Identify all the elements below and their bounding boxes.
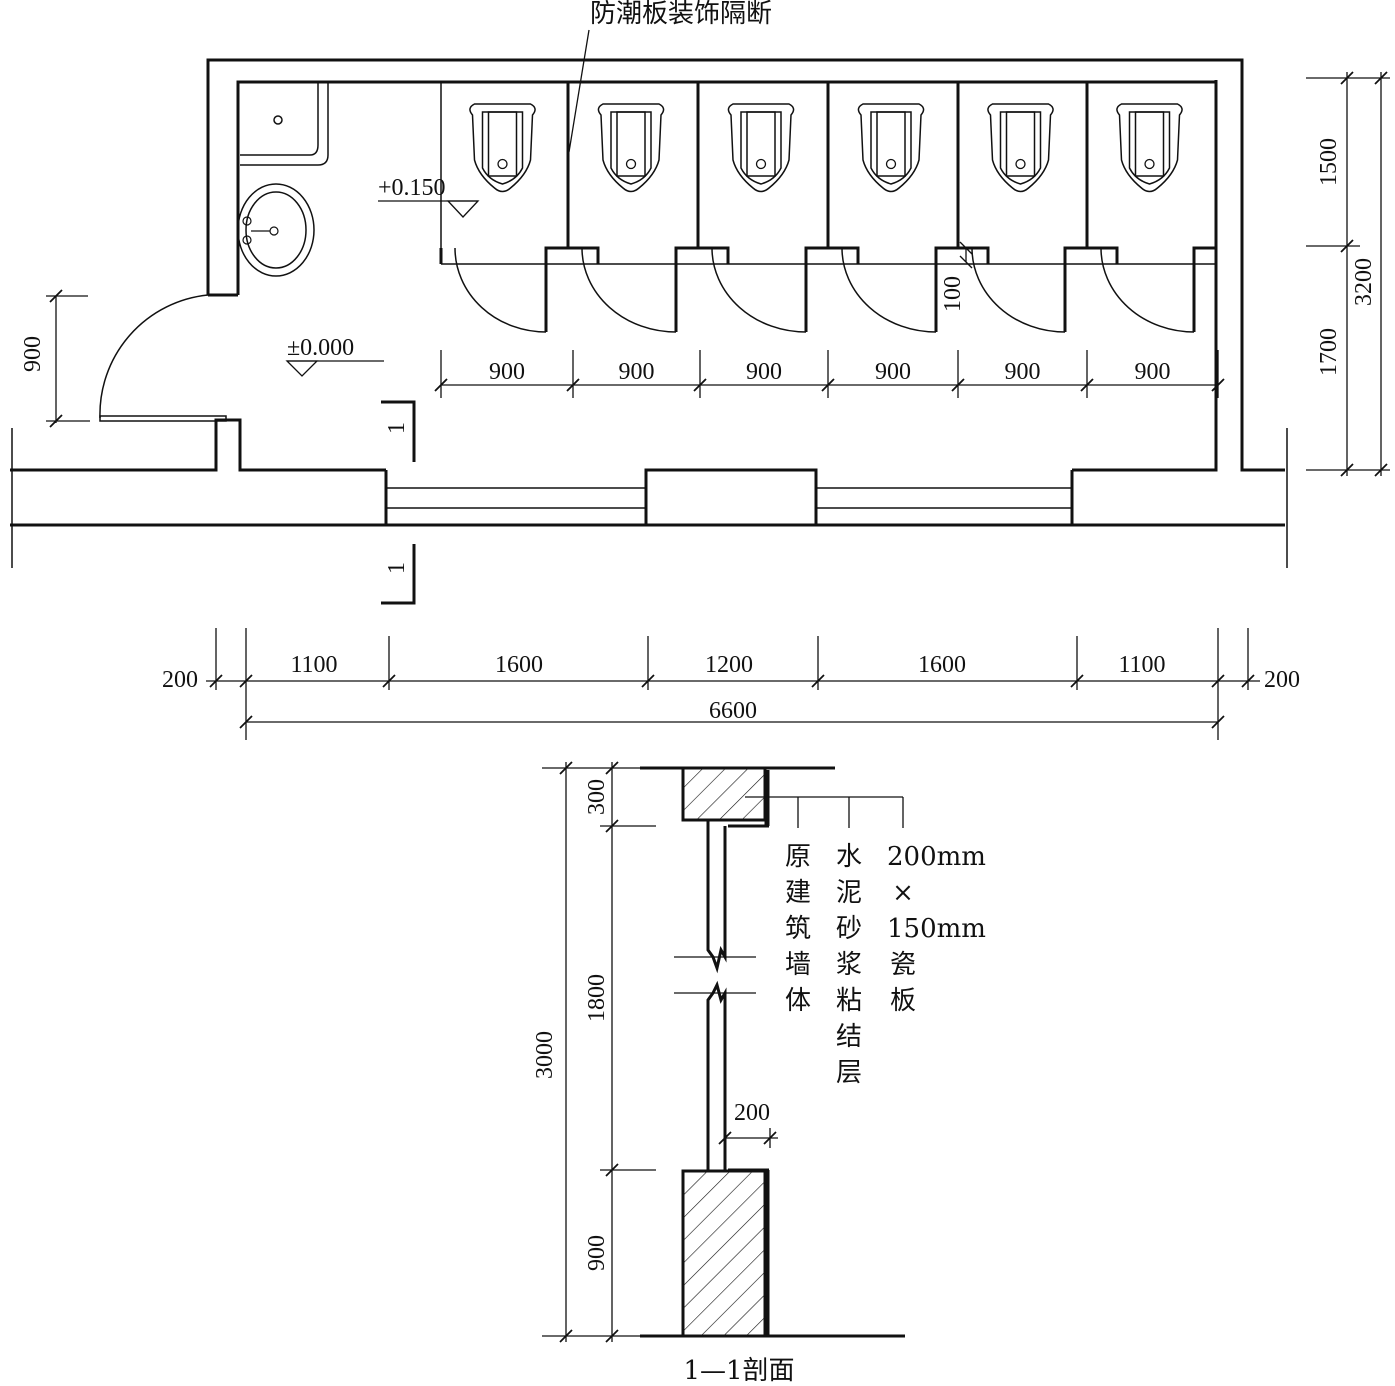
dim-stall-width-6: 900: [1135, 359, 1171, 385]
section-partition-panel: [674, 820, 756, 1171]
squat-toilet-icon: [597, 103, 665, 193]
elevation-raised: +0.150: [378, 175, 480, 218]
section-dim-mid: 1800: [584, 974, 610, 1022]
dim-bottom-right-wall: 200: [1264, 667, 1300, 693]
stall-6: [1085, 82, 1216, 333]
section-mark-bottom: 1: [381, 544, 416, 605]
dim-stall-width-1: 900: [489, 359, 525, 385]
section-top-wall: [681, 766, 767, 822]
dim-door-width: 900: [20, 289, 90, 428]
elevation-floor-text: ±0.000: [287, 335, 354, 361]
dim-bottom-seg-5: 1100: [1118, 652, 1165, 678]
stall-1: [439, 103, 600, 333]
entry-door: [99, 294, 227, 422]
dim-stall-width-4: 900: [875, 359, 911, 385]
section-mark-bottom-text: 1: [384, 562, 410, 574]
label-mortar-2: 泥: [836, 878, 862, 908]
window: [386, 468, 1072, 527]
label-tile-5: 板: [890, 986, 916, 1016]
label-mortar-1: 水: [836, 842, 862, 872]
section-dim-left: 3000 300 1800 900: [532, 761, 680, 1343]
section-dim-thickness: 200: [718, 1100, 778, 1148]
label-mortar-4: 浆: [836, 950, 862, 980]
label-tile-3: 150mm: [887, 914, 986, 944]
stall-2: [566, 82, 730, 333]
label-mortar-6: 结: [836, 1022, 862, 1052]
label-mortar-5: 粘: [836, 986, 862, 1016]
outer-wall-exterior: [206, 58, 1285, 472]
squat-toilet-icon: [1116, 103, 1183, 193]
washbasin: [237, 183, 315, 277]
outer-wall-right-line: [1072, 80, 1218, 472]
label-tile-4: 瓷: [890, 950, 916, 980]
section-dim-thickness-text: 200: [734, 1100, 770, 1126]
outer-wall-outer-line: [10, 418, 386, 472]
dim-bottom: 200 1100 1600 1200 1600 1100 200 6600: [162, 628, 1300, 740]
stall-4: [826, 82, 990, 333]
stall-3: [696, 82, 860, 333]
section-bottom-wall: [681, 1169, 767, 1338]
floor-plan: 防潮板装饰隔断 +0.150 ±0.000 1 1 900: [10, 0, 1390, 740]
label-wall-3: 筑: [785, 914, 811, 944]
dim-bottom-seg-4: 1600: [918, 652, 966, 678]
label-tile-1: 200mm: [887, 842, 986, 872]
dim-bottom-total: 6600: [709, 698, 757, 724]
section-dim-top: 300: [584, 779, 610, 815]
dim-stall-widths: 900 900 900 900 900 900: [434, 350, 1225, 398]
dim-gap: 100: [940, 241, 973, 312]
dim-right-total-text: 3200: [1351, 258, 1377, 306]
section-title: 1—1剖面: [683, 1356, 794, 1386]
squat-toilet-icon: [727, 103, 795, 193]
section-mark-top: 1: [381, 400, 416, 462]
elevation-raised-text: +0.150: [378, 175, 446, 201]
dim-bottom-seg-1: 1100: [290, 652, 337, 678]
dim-right-bottom-text: 1700: [1316, 328, 1342, 376]
section-dim-total: 3000: [532, 1031, 558, 1079]
dim-door-width-text: 900: [20, 336, 46, 372]
raised-platform: [440, 82, 1216, 265]
dim-stall-width-2: 900: [619, 359, 655, 385]
section-label-leaders: [745, 796, 904, 828]
label-wall-2: 建: [785, 878, 811, 908]
callout-leader: [568, 29, 590, 153]
label-wall-1: 原: [785, 842, 811, 872]
label-mortar-3: 砂: [836, 914, 862, 944]
label-wall-5: 体: [785, 986, 811, 1016]
dim-stall-width-5: 900: [1005, 359, 1041, 385]
dim-stall-width-3: 900: [746, 359, 782, 385]
squat-toilet-icon: [857, 103, 925, 193]
label-tile-2: ×: [892, 878, 914, 908]
label-mortar-7: 层: [836, 1058, 862, 1088]
dim-bottom-left-wall: 200: [162, 667, 198, 693]
dim-gap-text: 100: [940, 276, 966, 312]
stall-5: [956, 82, 1119, 333]
dim-bottom-seg-2: 1600: [495, 652, 543, 678]
elevation-floor: ±0.000: [285, 335, 384, 377]
squat-toilet-icon: [469, 103, 536, 193]
dim-right: 1500 1700 3200: [1306, 71, 1390, 477]
dim-right-top-text: 1500: [1316, 138, 1342, 186]
mop-sink: [240, 82, 329, 166]
label-wall-4: 墙: [785, 950, 811, 980]
squat-toilet-icon: [987, 103, 1054, 193]
callout-partition: 防潮板装饰隔断: [590, 0, 772, 29]
section-mark-top-text: 1: [384, 422, 410, 434]
toilet-stalls: [439, 82, 1216, 333]
dim-bottom-seg-3: 1200: [705, 652, 753, 678]
section-dim-bottom: 900: [584, 1235, 610, 1271]
